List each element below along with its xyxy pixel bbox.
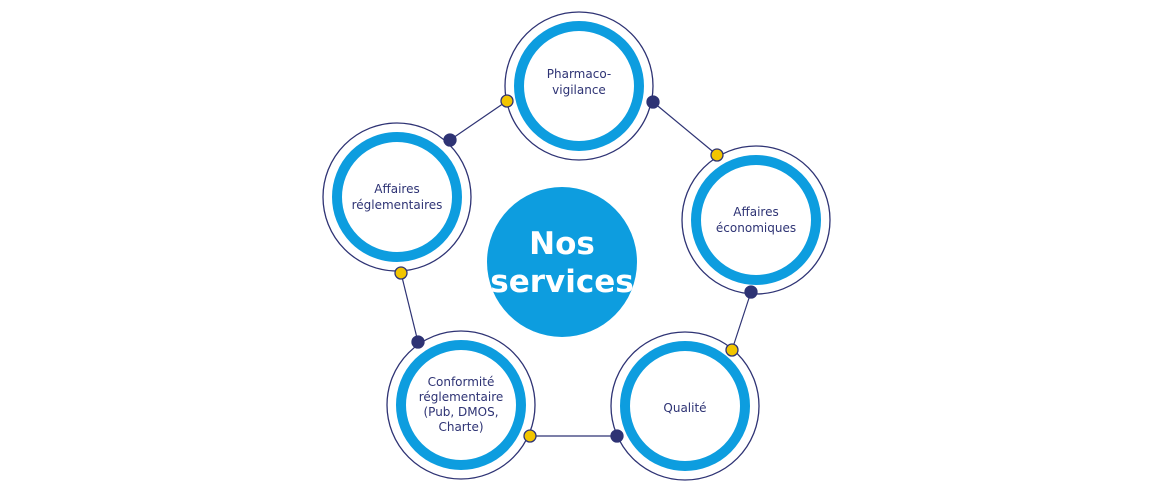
inner-ring xyxy=(396,340,526,470)
dot-navy xyxy=(411,335,425,349)
node-label-line: Conformité xyxy=(428,375,495,389)
dot-yellow xyxy=(725,343,739,357)
center-title-line2: services xyxy=(490,264,633,300)
connector-economiques-qualite xyxy=(731,291,752,351)
node-label-line: Affaires xyxy=(374,182,419,196)
dot-navy xyxy=(610,429,624,443)
dot-yellow xyxy=(523,429,537,443)
node-label-line: (Pub, DMOS, xyxy=(423,405,498,419)
dot-navy xyxy=(646,95,660,109)
node-label-line: réglementaires xyxy=(352,198,443,212)
node-label-line: Charte) xyxy=(438,420,483,434)
dot-navy xyxy=(744,285,758,299)
node-label-line: Qualité xyxy=(663,401,706,415)
connector-conformite-reglementaires xyxy=(400,272,419,343)
node-affaires-reglementaires: Affaires réglementaires xyxy=(322,122,472,272)
inner-ring xyxy=(514,21,644,151)
node-affaires-economiques: Affaires économiques xyxy=(681,145,831,295)
connectors xyxy=(400,100,752,437)
node-pharmacovigilance: Pharmaco- vigilance xyxy=(504,11,654,161)
center-circle xyxy=(487,187,637,337)
dot-yellow xyxy=(394,266,408,280)
center-node: Nos services xyxy=(487,187,637,337)
inner-ring xyxy=(620,341,750,471)
center-title-line1: Nos xyxy=(529,226,595,262)
dot-navy xyxy=(443,133,457,147)
connector-pharmacovigilance-economiques xyxy=(652,101,718,156)
node-label-line: réglementaire xyxy=(419,390,504,404)
node-conformite-reglementaire: Conformité réglementaire (Pub, DMOS, Cha… xyxy=(386,330,536,480)
connector-reglementaires-pharmacovigilance xyxy=(449,100,508,141)
node-qualite: Qualité xyxy=(610,331,760,481)
inner-ring xyxy=(332,132,462,262)
node-label-line: vigilance xyxy=(552,83,606,97)
inner-ring xyxy=(691,155,821,285)
node-label-line: Affaires xyxy=(733,205,778,219)
connector-dots xyxy=(394,94,758,443)
dot-yellow xyxy=(710,148,724,162)
node-label-line: économiques xyxy=(716,221,796,235)
node-label-line: Pharmaco- xyxy=(547,67,611,81)
dot-yellow xyxy=(500,94,514,108)
